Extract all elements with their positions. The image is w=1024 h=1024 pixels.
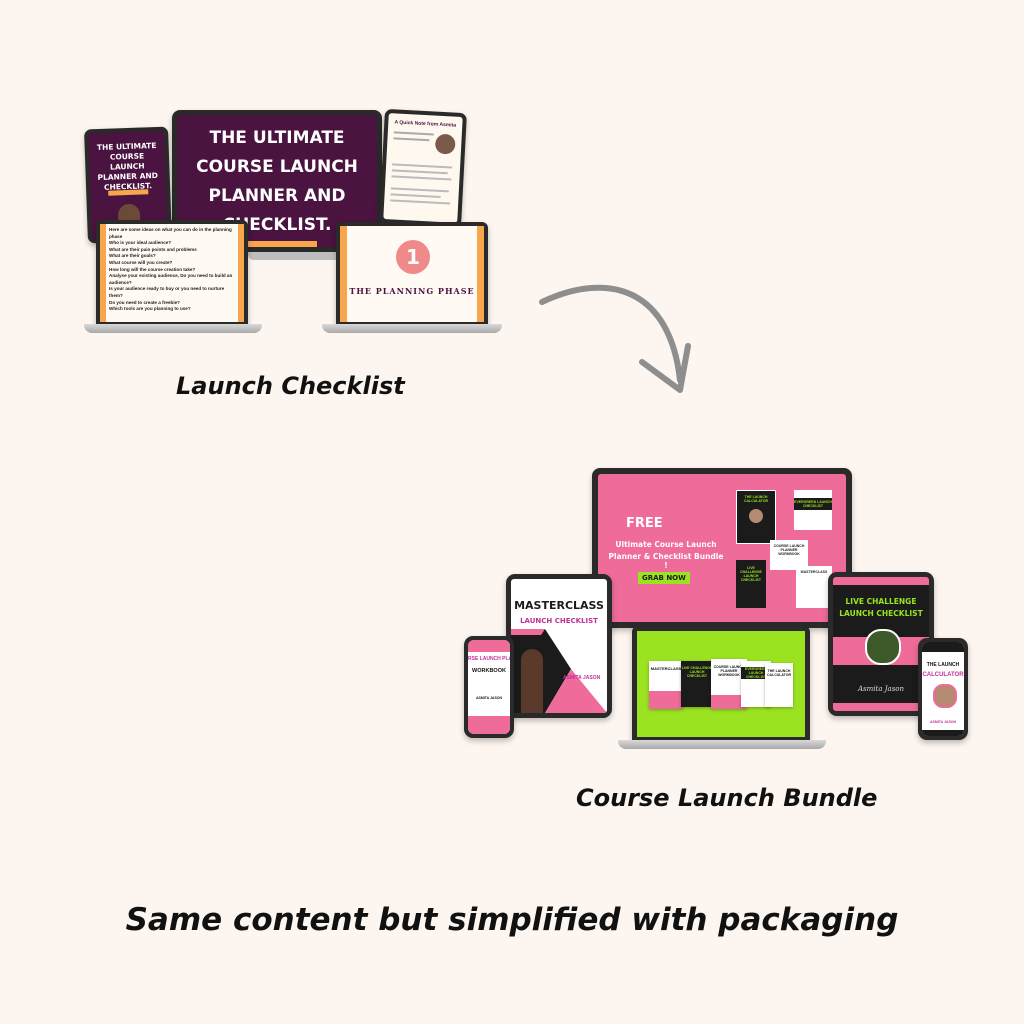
course-launch-bundle-caption: Course Launch Bundle <box>576 784 878 812</box>
laptop-card-title: MASTERCLASS <box>650 666 682 671</box>
laptop-card-live: LIVE CHALLENGE LAUNCH CHECKLIST <box>681 661 713 707</box>
workbook-line-2: WORKBOOK <box>472 668 506 674</box>
footer-statement: Same content but simplified with packagi… <box>125 902 899 938</box>
calculator-author: ASMITA JASON <box>929 720 957 724</box>
mini-masterclass-title: MASTERCLASS <box>800 570 828 574</box>
right-laptop: 1 THE PLANNING PHASE <box>336 222 488 324</box>
bundle-line-1: Ultimate Course Launch <box>615 540 717 549</box>
masterclass-title: MASTERCLASS <box>514 599 604 612</box>
workbook-phone: RSE LAUNCH PLAN WORKBOOK ASMITA JASON <box>464 636 514 738</box>
right-tablet: A Quick Note from Asmita <box>379 108 467 228</box>
workbook-author: ASMITA JASON <box>475 696 503 700</box>
tablet-title: THE ULTIMATE COURSE LAUNCH PLANNER AND C… <box>96 140 159 192</box>
monitor-title-line: PLANNER AND <box>208 186 346 206</box>
left-laptop-base <box>84 324 262 333</box>
bundle-laptop: MASTERCLASS LIVE CHALLENGE LAUNCH CHECKL… <box>632 626 810 740</box>
mini-live-title: LIVE CHALLENGE LAUNCH CHECKLIST <box>740 566 762 582</box>
checklist-item: Which tools are you planning to use? <box>109 306 191 312</box>
laptop-card-calculator: THE LAUNCH CALCULATOR <box>765 663 793 707</box>
bundle-laptop-base <box>618 740 826 749</box>
checklist-item: What are their pain points and problems <box>109 246 197 252</box>
mini-live-card: LIVE CHALLENGE LAUNCH CHECKLIST <box>736 560 766 608</box>
mini-masterclass-card: MASTERCLASS <box>796 566 832 608</box>
calculator-line-1: THE LAUNCH <box>926 662 960 668</box>
live-challenge-line-1: LIVE CHALLENGE <box>845 597 917 606</box>
author-photo <box>521 649 543 713</box>
free-label: FREE <box>626 516 663 531</box>
calculator-phone: THE LAUNCH CALCULATOR ASMITA JASON <box>918 638 968 740</box>
laptop-card-title: LIVE CHALLENGE LAUNCH CHECKLIST <box>681 666 713 678</box>
live-challenge-line-2: LAUNCH CHECKLIST <box>839 609 923 618</box>
live-challenge-tablet: LIVE CHALLENGE LAUNCH CHECKLIST Asmita J… <box>828 572 934 716</box>
checklist-item: Analyse your existing audience, Do you n… <box>109 273 233 285</box>
launch-checklist-caption: Launch Checklist <box>176 372 405 400</box>
bundle-monitor: FREE Ultimate Course Launch Planner & Ch… <box>592 468 852 628</box>
mini-checklist-card: EVERGREEN LAUNCH CHECKLIST <box>794 490 832 530</box>
phase-number-badge: 1 <box>396 240 430 274</box>
mini-calculator-card: THE LAUNCH CALCULATOR <box>736 490 776 544</box>
signature: Asmita Jason <box>857 685 905 693</box>
laptop-card-title: THE LAUNCH CALCULATOR <box>767 669 791 677</box>
phase-number: 1 <box>406 245 420 269</box>
note-heading: A Quick Note from Asmita <box>394 119 457 129</box>
workbook-line-1: RSE LAUNCH PLAN <box>468 656 510 662</box>
monitor-title-line: CHECKLIST. <box>222 215 332 235</box>
grab-now-button[interactable]: GRAB NOW <box>638 572 690 584</box>
checklist-item: How long will the course creation take? <box>109 266 196 272</box>
planning-intro: Here are some ideas on what you can do i… <box>109 227 232 239</box>
calculator-line-2: CALCULATOR <box>922 672 964 678</box>
monitor-title-line: COURSE LAUNCH <box>196 157 358 177</box>
checklist-item: Who is your ideal audience? <box>109 240 172 246</box>
left-laptop: Here are some ideas on what you can do i… <box>96 220 248 324</box>
laptop-card-masterclass: MASTERCLASS <box>649 661 683 709</box>
monitor-stand <box>248 252 340 260</box>
mini-calculator-title: THE LAUNCH CALCULATOR <box>744 495 768 503</box>
masterclass-tablet: MASTERCLASS LAUNCH CHECKLIST ASMITA JASO… <box>506 574 612 718</box>
mini-workbook-title: COURSE LAUNCH PLANNER WORKBOOK <box>773 544 805 556</box>
checklist-item: Do you need to create a freebie? <box>109 299 180 305</box>
curved-arrow-icon <box>539 284 691 393</box>
masterclass-subtitle: LAUNCH CHECKLIST <box>520 617 598 625</box>
author-photo <box>865 629 901 665</box>
checklist-item: What are their goals? <box>109 253 156 259</box>
center-monitor: THE ULTIMATE COURSE LAUNCH PLANNER AND C… <box>172 110 382 252</box>
masterclass-author: ASMITA JASON <box>563 675 601 681</box>
mini-checklist-title: EVERGREEN LAUNCH CHECKLIST <box>794 498 832 510</box>
phase-title: THE PLANNING PHASE <box>349 286 475 296</box>
mini-workbook-card: COURSE LAUNCH PLANNER WORKBOOK <box>770 540 808 570</box>
right-laptop-base <box>322 324 502 333</box>
checklist-item: Is your audience ready to buy or you nee… <box>109 286 225 298</box>
laptop-card-title: EVERGREEN LAUNCH CHECKLIST <box>741 667 771 679</box>
bundle-line-2: Planner & Checklist Bundle ! <box>608 552 724 570</box>
laptop-card-title: COURSE LAUNCH PLANNER WORKBOOK <box>713 665 745 677</box>
checklist-item: What course will you create? <box>109 259 173 265</box>
monitor-title-line: THE ULTIMATE <box>209 128 345 148</box>
author-photo <box>933 684 957 708</box>
